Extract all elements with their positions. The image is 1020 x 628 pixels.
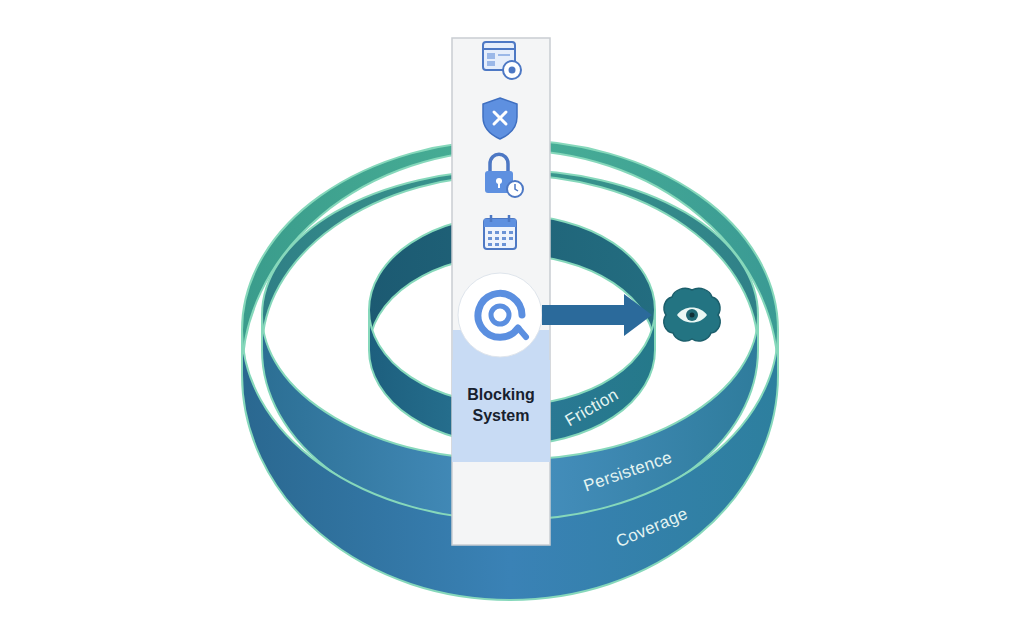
lock-icon [485, 154, 523, 197]
shield-icon [483, 98, 517, 139]
calendar-icon [484, 215, 516, 249]
band-front-face [262, 315, 758, 525]
browser-icon [483, 42, 521, 79]
brain-eye-icon [660, 283, 724, 347]
band-front-face [242, 330, 778, 600]
band-label: Persistence [581, 448, 675, 497]
effect-arrow [542, 294, 652, 336]
band-label: Coverage [613, 504, 691, 552]
column-body [452, 38, 550, 545]
system-box: Blocking System [452, 360, 550, 462]
band-label: Friction [562, 385, 622, 431]
blocker-logo [458, 273, 542, 357]
box-label: Blocking System [458, 384, 544, 426]
